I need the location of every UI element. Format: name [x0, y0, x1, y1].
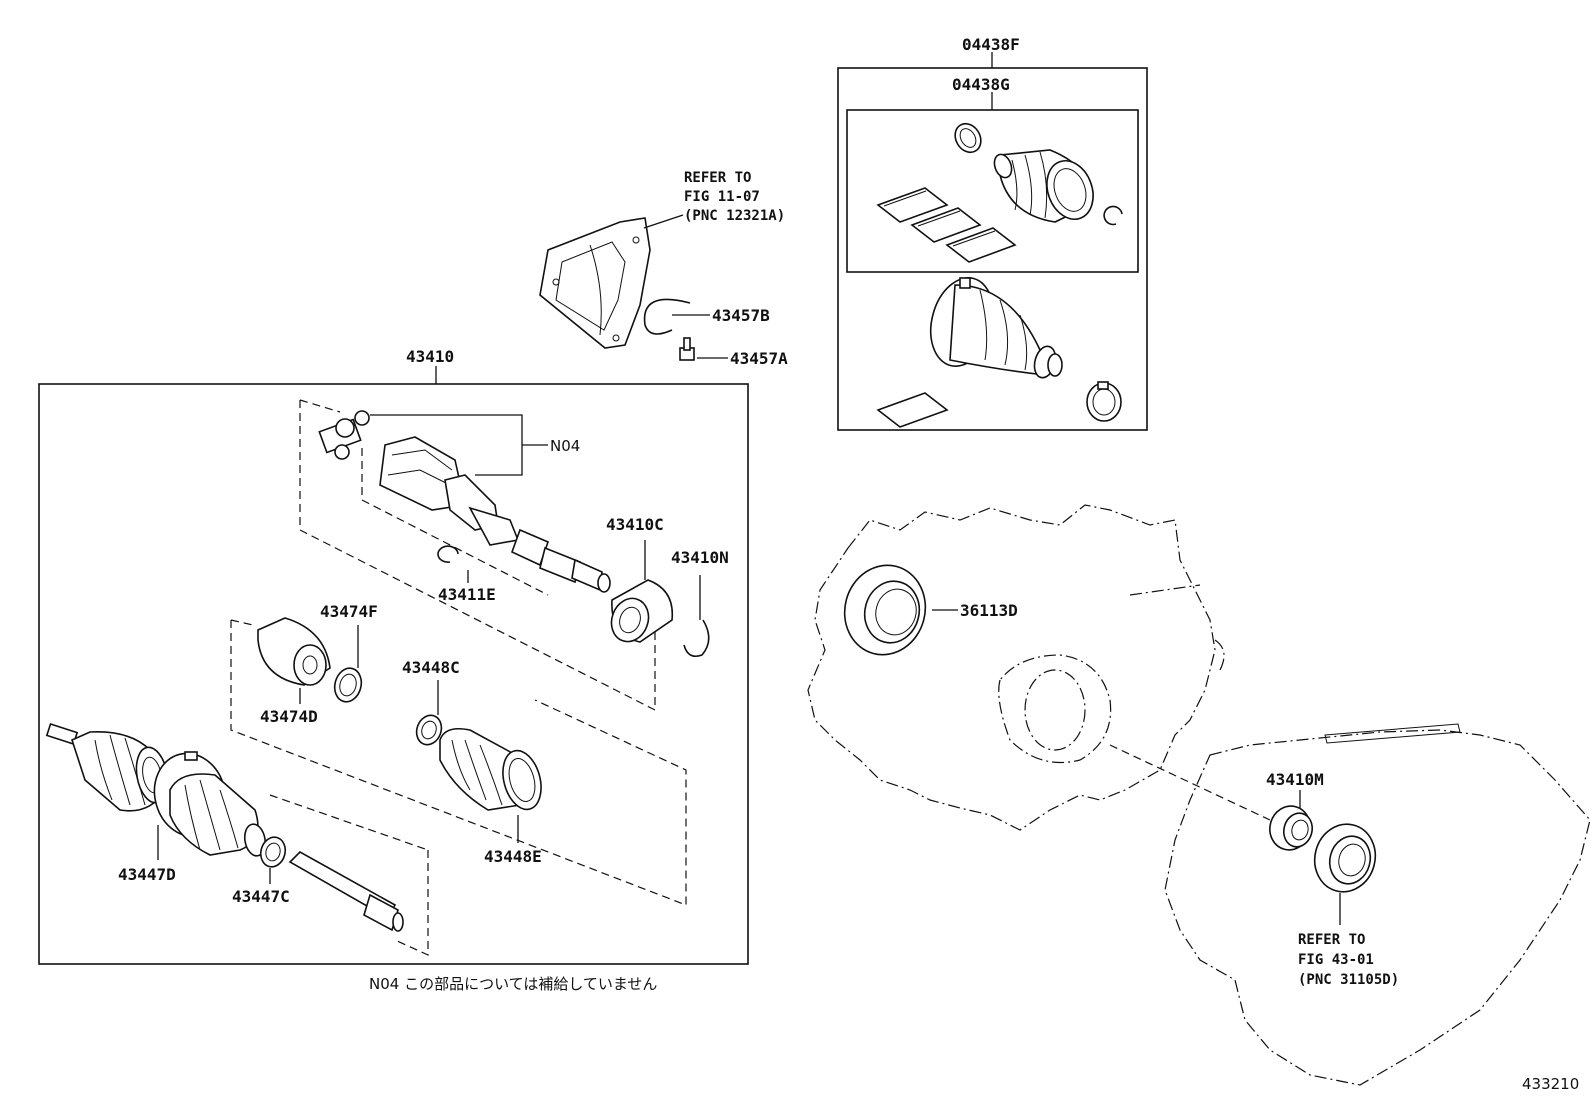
inboard-joint-dashed-outline [299, 400, 656, 711]
seal-31105D-icon [1313, 823, 1377, 893]
note-n04-not-supplied[interactable]: N04 この部品については補給していません [369, 975, 657, 993]
label-43447C[interactable]: 43447C [232, 887, 290, 906]
lower-case-outline [1164, 729, 1591, 1086]
transaxle-case-outline [807, 504, 1216, 831]
kit-boot-outer-icon [929, 277, 1063, 379]
label-43410M[interactable]: 43410M [1266, 770, 1324, 789]
clamp-43448C-icon [415, 714, 443, 746]
label-43410C[interactable]: 43410C [606, 515, 664, 534]
refer-top-line2[interactable]: FIG 11-07 [684, 189, 760, 205]
kit-snap-ring-icon [1103, 205, 1123, 226]
clamp-43474F-icon [333, 667, 363, 703]
label-43457A[interactable]: 43457A [730, 349, 788, 368]
bearing-43410M-icon [1269, 805, 1314, 851]
kit-boot-inner-icon [993, 149, 1094, 223]
snap-ring-43411E-icon [437, 545, 459, 563]
label-04438G[interactable]: 04438G [952, 75, 1010, 94]
label-43448E[interactable]: 43448E [484, 847, 542, 866]
bracket-group: REFER TO FIG 11-07 (PNC 12321A) [539, 170, 785, 349]
grease-packet-icons [876, 187, 1017, 263]
outboard-shaft-icon [288, 851, 404, 932]
boot-kit-group: 04438F 04438G [837, 35, 1148, 431]
label-43448C[interactable]: 43448C [402, 658, 460, 677]
shaft-spline-icon [510, 528, 611, 593]
boot-43447D-icon [153, 751, 267, 857]
refer-bottom-line3[interactable]: (PNC 31105D) [1298, 972, 1399, 988]
refer-top-line1[interactable]: REFER TO [684, 170, 751, 186]
kit-clamp-small-icon [954, 122, 982, 154]
label-36113D[interactable]: 36113D [960, 601, 1018, 620]
refer-bottom-line2[interactable]: FIG 43-01 [1298, 952, 1374, 968]
tripod-icon [318, 410, 370, 460]
label-43447D[interactable]: 43447D [118, 865, 176, 884]
clip-43457B-icon [643, 298, 691, 335]
seal-36113D-icon [843, 564, 927, 656]
inner-dashed-outline [361, 448, 549, 596]
outboard-joint-icon [45, 722, 169, 812]
damper-43474D-icon [257, 617, 331, 686]
grease-packet-outer-icon [876, 392, 949, 428]
bearing-43410C-icon [610, 579, 674, 643]
inboard-joint-housing-icon [379, 436, 520, 546]
refer-top-line3[interactable]: (PNC 12321A) [684, 208, 785, 224]
damper-dashed-outline [230, 620, 687, 906]
label-43411E[interactable]: 43411E [438, 585, 496, 604]
clamp-43447C-icon [259, 836, 287, 868]
snap-ring-43410N-icon [683, 619, 710, 658]
label-43410[interactable]: 43410 [406, 347, 454, 366]
kit-clamp-large-icon [1086, 381, 1122, 422]
label-04438F[interactable]: 04438F [962, 35, 1020, 54]
figure-number: 433210 [1522, 1075, 1579, 1093]
label-N04[interactable]: N04 [550, 437, 580, 455]
shaft-assembly-box [38, 383, 749, 965]
refer-bottom-line1[interactable]: REFER TO [1298, 932, 1365, 948]
bracket-icon [539, 217, 651, 349]
label-43474F[interactable]: 43474F [320, 602, 378, 621]
boot-43448E-icon [439, 727, 542, 811]
label-43457B[interactable]: 43457B [712, 306, 770, 325]
label-43474D[interactable]: 43474D [260, 707, 318, 726]
label-43410N[interactable]: 43410N [671, 548, 729, 567]
breather-tube-icon [1324, 723, 1461, 744]
bolt-43457A-icon [679, 337, 695, 361]
